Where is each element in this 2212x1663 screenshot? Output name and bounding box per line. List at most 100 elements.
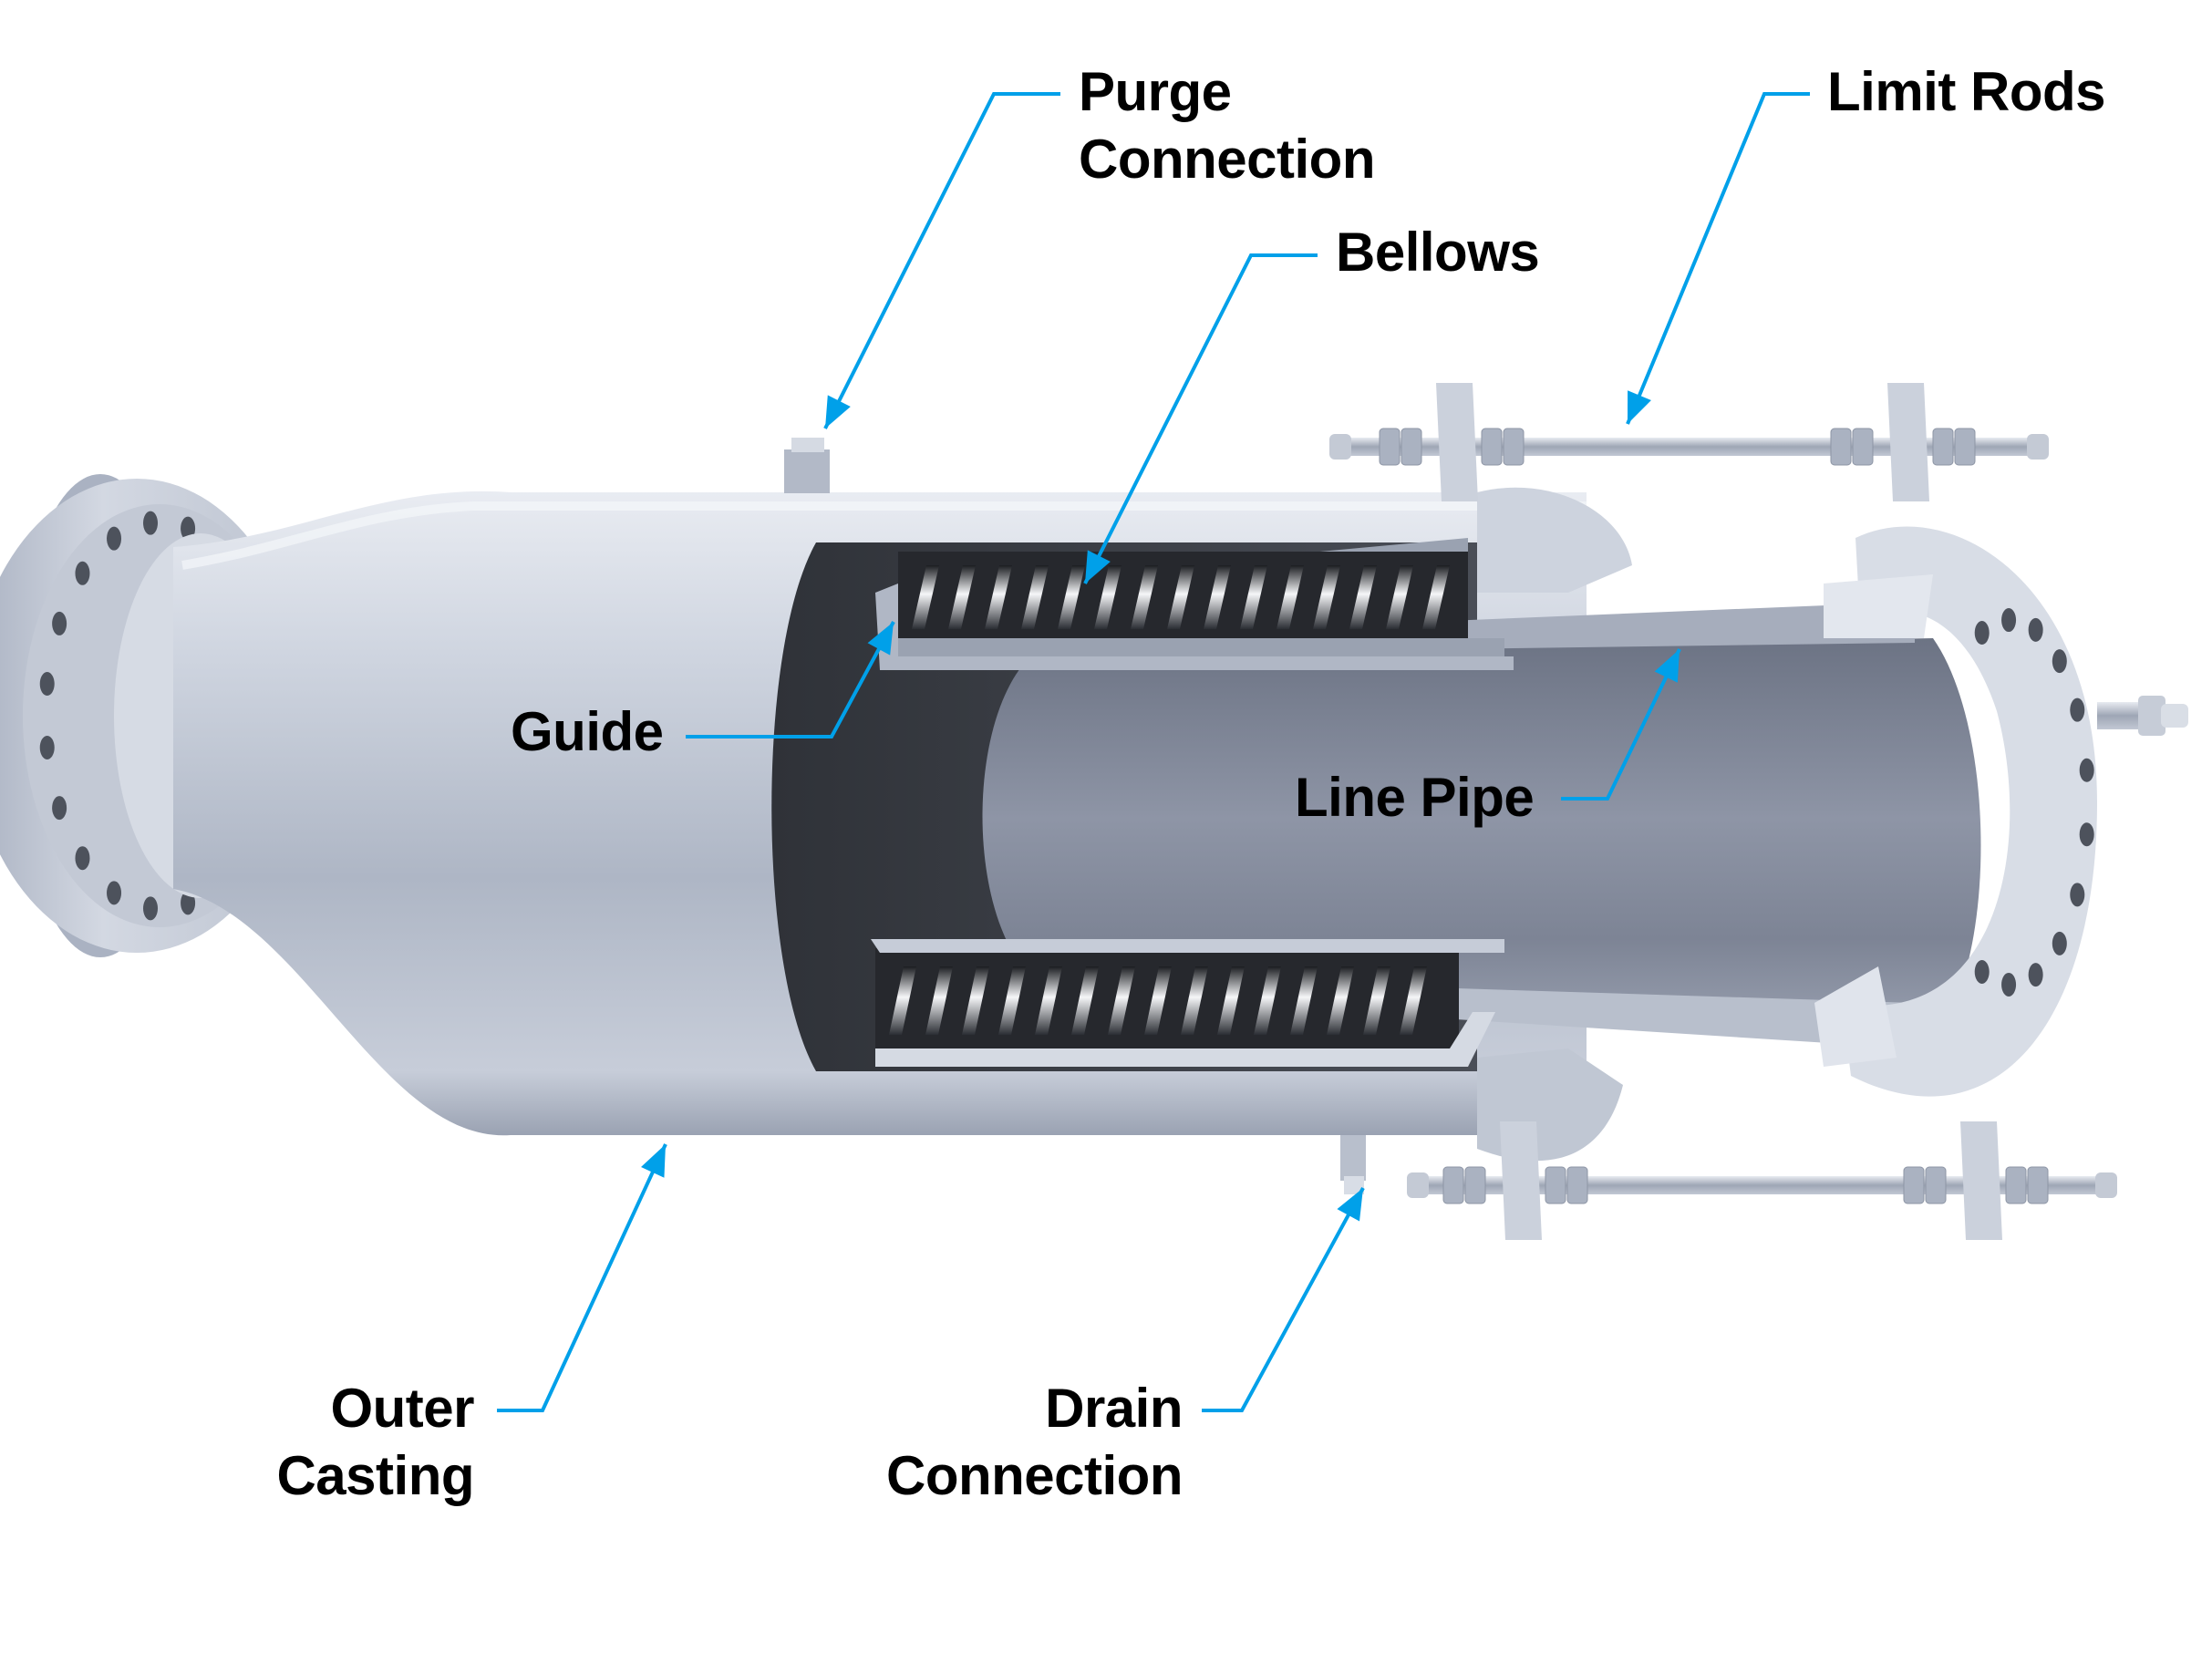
arrowhead-icon: [1654, 649, 1680, 683]
top-guide: [875, 538, 1514, 670]
leader-drain: [1202, 1187, 1365, 1412]
bellows-convolution: [1035, 966, 1062, 1035]
leader-outer-casting: [497, 1143, 667, 1412]
bolt-hole: [107, 526, 122, 551]
bellows-convolution: [1204, 565, 1231, 629]
rod-end: [2027, 434, 2049, 460]
right-flange: [1814, 526, 2188, 1097]
bolt-hole: [2001, 972, 2017, 997]
label-line: Connection: [1079, 129, 1375, 190]
rod-lug: [1960, 1121, 2002, 1240]
bellows-convolution: [1131, 565, 1158, 629]
label-limit-rods: Limit Rods: [1827, 58, 2106, 126]
bolt-hole: [52, 796, 67, 821]
hex-nut: [2027, 1166, 2049, 1204]
bolt-hole: [2052, 931, 2067, 955]
bolt-hole: [2052, 649, 2067, 674]
bellows-convolution: [1144, 966, 1172, 1035]
bellows-convolution: [1021, 565, 1049, 629]
label-outer-casting: Outer Casting: [246, 1375, 474, 1510]
bellows-convolution: [1094, 565, 1122, 629]
label-line: Purge: [1079, 61, 1232, 122]
leader-limit-rods: [1626, 92, 1810, 425]
limit-rod-top: [1329, 383, 2049, 501]
bolt-hole: [2001, 608, 2017, 633]
arrowhead-icon: [1337, 1188, 1363, 1222]
bottom-guide: [871, 939, 1504, 1067]
bellows-convolutions-bottom: [889, 966, 1427, 1035]
label-line: Guide: [511, 701, 664, 762]
bellows-convolution: [948, 565, 976, 629]
bolt-hole: [143, 896, 159, 921]
leader-line-pipe: [1561, 648, 1681, 801]
bellows-convolution: [962, 966, 989, 1035]
bolt-hole: [52, 611, 67, 635]
hex-nut: [1830, 428, 1852, 466]
bellows-convolution: [1167, 565, 1194, 629]
rod-lug: [1436, 383, 1478, 501]
bellows-convolution: [912, 565, 939, 629]
label-bellows: Bellows: [1336, 219, 1540, 286]
bellows-convolution: [1327, 966, 1354, 1035]
bellows-convolution: [1240, 565, 1267, 629]
hex-nut: [1464, 1166, 1486, 1204]
bellows-convolution: [1290, 966, 1318, 1035]
bolt-hole: [1974, 959, 1990, 984]
hex-nut: [1566, 1166, 1588, 1204]
bellows-convolution: [1217, 966, 1245, 1035]
arrowhead-icon: [1085, 550, 1111, 584]
hex-nut: [1954, 428, 1976, 466]
label-line: Connection: [886, 1445, 1183, 1506]
rod-lug: [1500, 1121, 1542, 1240]
bellows-convolution: [1108, 966, 1135, 1035]
hex-nut: [1903, 1166, 1925, 1204]
bellows-convolutions-top: [912, 565, 1450, 629]
right-flange-bolt-holes: [1974, 608, 2094, 997]
rod-end: [1407, 1172, 1429, 1198]
bellows-convolution: [1058, 565, 1085, 629]
bolt-hole: [2079, 822, 2094, 847]
bellows-convolution: [1349, 565, 1377, 629]
bolt-hole: [1974, 621, 1990, 646]
label-line: Bellows: [1336, 222, 1540, 283]
bellows-convolution: [889, 966, 916, 1035]
leader-purge: [823, 92, 1060, 429]
hex-nut: [1545, 1166, 1566, 1204]
arrowhead-icon: [641, 1144, 666, 1178]
bellows-convolution: [1422, 565, 1450, 629]
label-line-pipe: Line Pipe: [1295, 764, 1535, 832]
label-line: Limit Rods: [1827, 61, 2106, 122]
bellows-convolution: [1313, 565, 1340, 629]
bolt-hole: [2070, 697, 2085, 722]
leader-guide: [686, 621, 895, 739]
limit-rod-bottom: [1407, 1121, 2117, 1240]
rod-end: [2095, 1172, 2117, 1198]
hex-nut: [1442, 1166, 1464, 1204]
label-line: Casting: [276, 1445, 474, 1506]
hex-nut: [1503, 428, 1525, 466]
bolt-hole: [2070, 883, 2085, 907]
bolt-hole: [143, 511, 159, 535]
hex-nut: [1401, 428, 1422, 466]
bellows-convolution: [1254, 966, 1281, 1035]
bellows-convolution: [1363, 966, 1390, 1035]
bellows-convolution: [925, 966, 953, 1035]
bolt-hole: [75, 846, 90, 871]
label-line: Line Pipe: [1295, 767, 1535, 828]
bolt-hole: [75, 561, 90, 585]
label-purge-connection: Purge Connection: [1079, 58, 1375, 193]
bellows-convolution: [1400, 966, 1427, 1035]
label-guide: Guide: [511, 698, 664, 766]
bellows-convolution: [1386, 565, 1413, 629]
arrowhead-icon: [1628, 390, 1651, 424]
bellows-convolution: [998, 966, 1026, 1035]
leader-bellows: [1083, 253, 1318, 584]
rod-lug: [1887, 383, 1929, 501]
rod-end: [1329, 434, 1351, 460]
hex-nut: [1932, 428, 1954, 466]
hex-nut: [1852, 428, 1874, 466]
left-flange-bolt-holes: [39, 511, 196, 921]
purge-connection-stub: [784, 438, 830, 493]
